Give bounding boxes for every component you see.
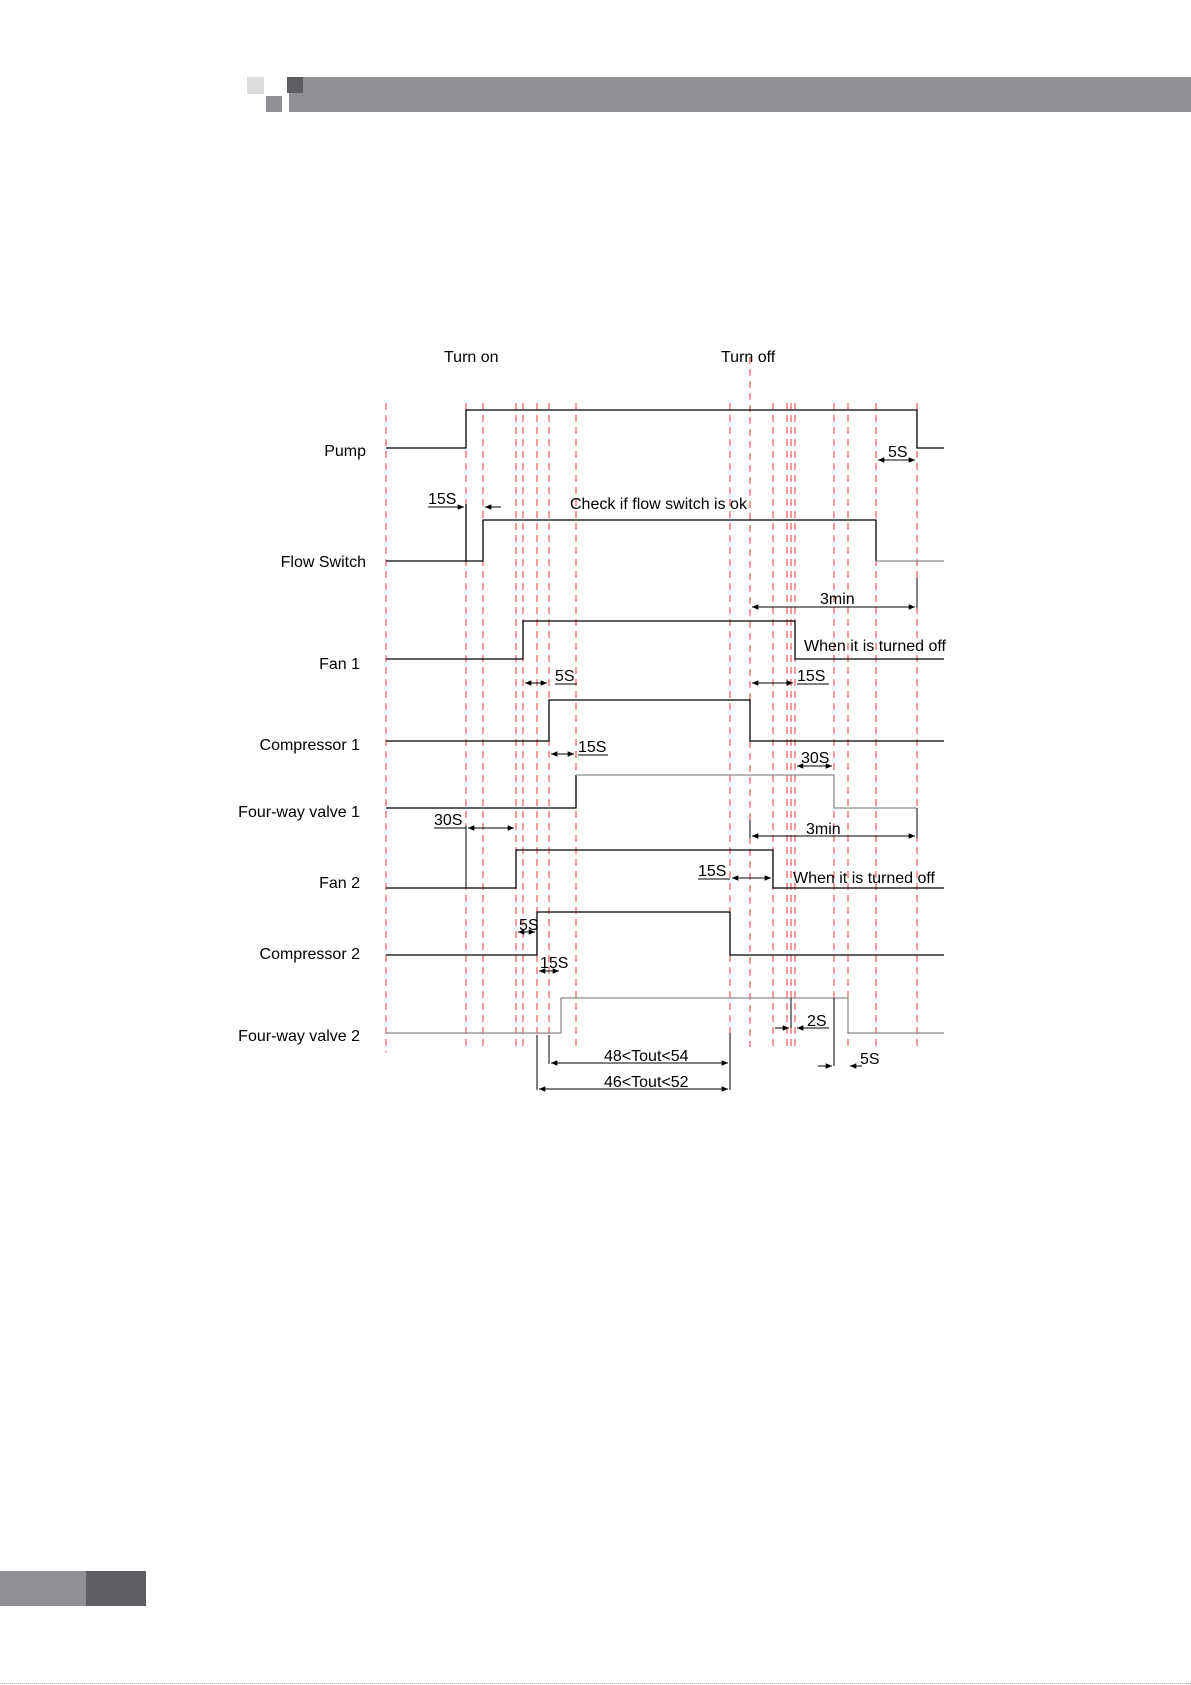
delay-fan2-on: 30S bbox=[434, 812, 462, 829]
label-underlines bbox=[428, 507, 829, 1028]
compressor2-waveform bbox=[386, 912, 944, 955]
signal-labels: Pump Flow Switch Fan 1 Compressor 1 Four… bbox=[238, 443, 366, 1045]
label-compressor1: Compressor 1 bbox=[260, 737, 361, 754]
annotation-fan1-off: When it is turned off bbox=[804, 638, 947, 655]
delay-fan2-off: 15S bbox=[698, 863, 726, 880]
label-fan1: Fan 1 bbox=[319, 656, 360, 673]
delay-flow-switch-off: 3min bbox=[820, 591, 855, 608]
delay-fan2-to-comp2: 5S bbox=[519, 917, 539, 934]
delay-valve2-pump: 5S bbox=[860, 1051, 880, 1068]
annotation-tout-range-2: 46<Tout<52 bbox=[604, 1074, 689, 1091]
footer-bar-dark bbox=[86, 1571, 146, 1606]
delay-fan1-off: 15S bbox=[797, 668, 825, 685]
label-four-way-valve1: Four-way valve 1 bbox=[238, 804, 360, 821]
compressor1-waveform bbox=[386, 700, 944, 741]
delay-comp2-to-valve2: 15S bbox=[540, 955, 568, 972]
delay-flow-switch-on: 15S bbox=[428, 491, 456, 508]
four-way-valve1-waveform-high bbox=[576, 775, 917, 808]
delay-labels: 5S 15S 3min 5S 15S 15S 30S 30S 3min 15S … bbox=[428, 444, 908, 1068]
label-fan2: Fan 2 bbox=[319, 875, 360, 892]
event-turn-off: Turn off bbox=[721, 349, 776, 366]
delay-valve2-off: 2S bbox=[807, 1013, 827, 1030]
annotation-fan2-off: When it is turned off bbox=[793, 870, 936, 887]
delay-fan2-off-total: 3min bbox=[806, 821, 841, 838]
footer-bar-light bbox=[0, 1571, 86, 1606]
pump-waveform bbox=[386, 410, 944, 448]
flow-switch-waveform-high bbox=[466, 520, 876, 561]
label-flow-switch: Flow Switch bbox=[281, 554, 366, 571]
label-compressor2: Compressor 2 bbox=[260, 946, 361, 963]
label-pump: Pump bbox=[324, 443, 366, 460]
page-bottom-edge bbox=[0, 1683, 1191, 1684]
four-way-valve2-waveform bbox=[386, 998, 944, 1033]
delay-pump-off: 5S bbox=[888, 444, 908, 461]
delay-fan1-to-comp1: 5S bbox=[555, 668, 575, 685]
event-turn-on: Turn on bbox=[444, 349, 499, 366]
delay-comp1-to-valve1: 15S bbox=[578, 739, 606, 756]
annotation-check-flow-switch: Check if flow switch is ok bbox=[570, 496, 748, 513]
label-four-way-valve2: Four-way valve 2 bbox=[238, 1028, 360, 1045]
delay-valve1-off: 30S bbox=[801, 750, 829, 767]
four-way-valve1-waveform bbox=[386, 775, 576, 808]
annotation-tout-range-1: 48<Tout<54 bbox=[604, 1048, 689, 1065]
flow-switch-waveform bbox=[386, 504, 466, 561]
guide-lines bbox=[386, 357, 917, 1052]
